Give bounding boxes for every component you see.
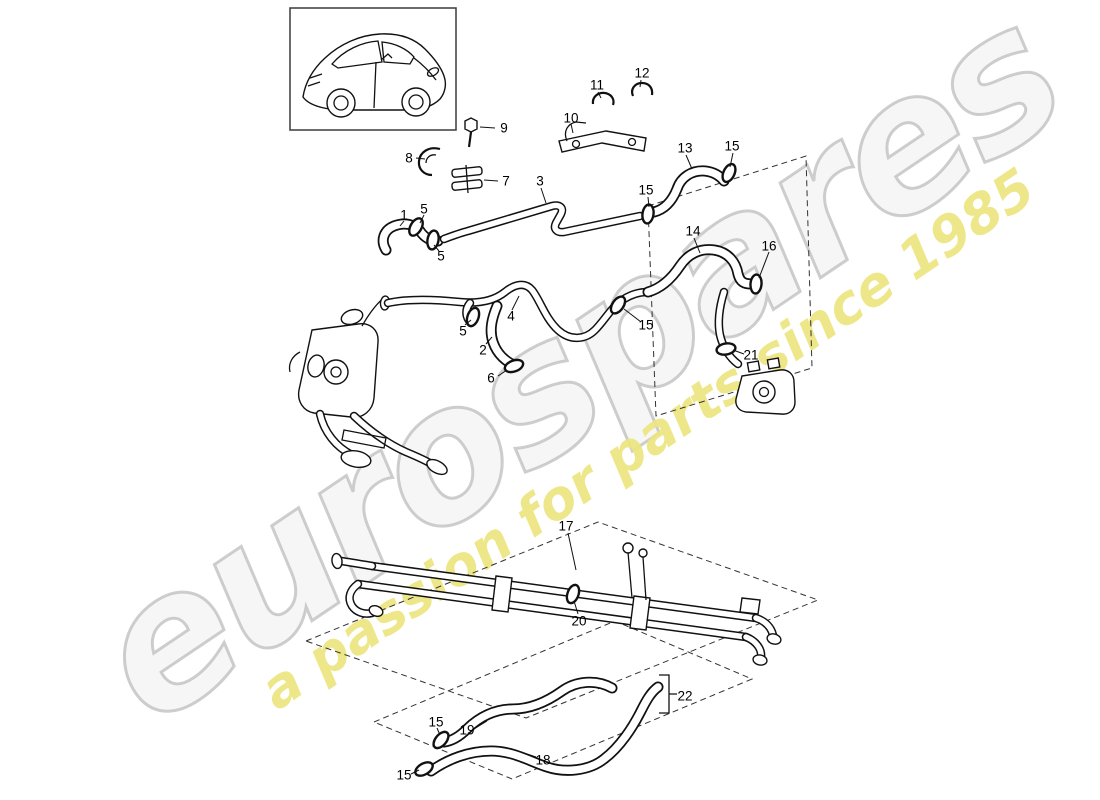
part-number-label: 8: [405, 150, 413, 166]
leader-lines: [399, 79, 770, 775]
part-number-label: 13: [677, 140, 693, 156]
part-number-label: 15: [638, 182, 654, 198]
part-number-label: 3: [536, 173, 544, 189]
part-number-label: 18: [535, 752, 551, 768]
vehicle-thumbnail: [289, 7, 457, 131]
part-number-label: 20: [571, 613, 587, 629]
part-number-label: 5: [459, 323, 467, 339]
part-number-label: 7: [502, 173, 510, 189]
part-number-label: 15: [638, 317, 654, 333]
part-number-label: 16: [761, 238, 777, 254]
part-number-label: 11: [589, 77, 605, 93]
bracket-10: [558, 121, 647, 153]
part-number-label: 15: [724, 138, 740, 154]
part-number-label: 4: [507, 308, 515, 324]
part-number-label: 5: [437, 248, 445, 264]
part-number-label: 15: [396, 767, 412, 783]
part-number-label: 2: [479, 342, 487, 358]
middle-pipe-assembly: [331, 542, 782, 666]
clip-12: [631, 81, 654, 97]
part-number-label: 12: [634, 65, 650, 81]
hose-clamps: [408, 162, 763, 777]
part-number-label: 19: [459, 722, 475, 738]
part-number-label: 5: [420, 201, 428, 217]
bolt-9: [464, 117, 478, 148]
part-number-label: 14: [685, 223, 701, 239]
dashed-boundaries: [304, 155, 820, 780]
part-number-label: 22: [677, 688, 693, 704]
clip-8: [417, 147, 441, 177]
changeover-valve-pump: [735, 357, 796, 415]
part-number-label: 1: [400, 207, 408, 223]
upper-pipe-group: [377, 165, 758, 372]
part-number-label: 21: [743, 347, 759, 363]
part-number-label: 6: [487, 370, 495, 386]
part-number-label: 10: [563, 110, 579, 126]
bottom-hose-group: [425, 674, 677, 777]
clip-11: [591, 91, 615, 106]
bracket-holder-7: [451, 164, 483, 194]
car-icon: [302, 33, 447, 118]
engine-assembly: [288, 295, 448, 476]
part-number-label: 15: [428, 714, 444, 730]
part-number-label: 17: [558, 518, 574, 534]
part-number-label: 9: [500, 120, 508, 136]
